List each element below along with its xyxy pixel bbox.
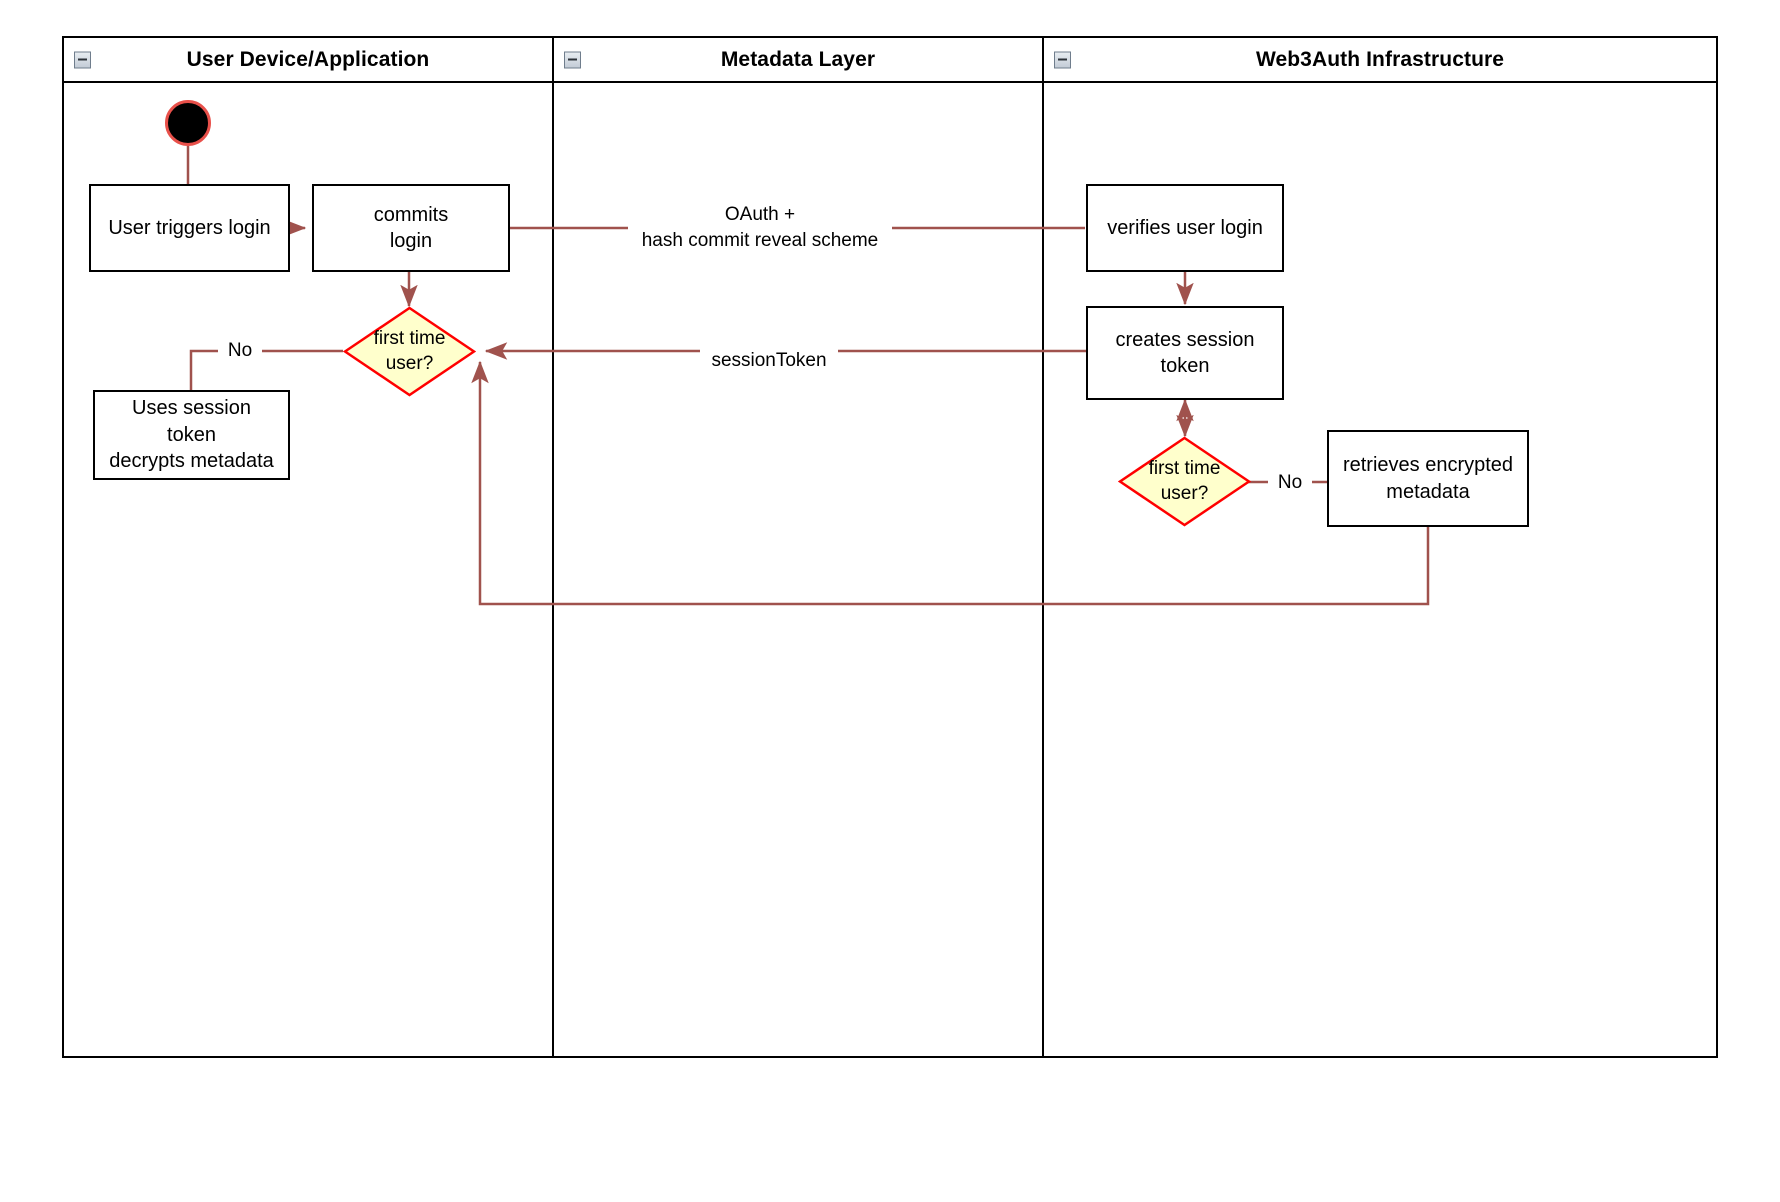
collapse-minus-icon[interactable] xyxy=(564,51,581,68)
activity-uses-session-token[interactable]: Uses session token decrypts metadata xyxy=(93,390,290,480)
activity-user-triggers-login[interactable]: User triggers login xyxy=(89,184,290,272)
collapse-minus-icon[interactable] xyxy=(74,51,91,68)
lane-header-web3auth[interactable]: Web3Auth Infrastructure xyxy=(1042,36,1718,83)
decision-first-time-user-right[interactable]: first time user? xyxy=(1117,436,1252,527)
collapse-minus-icon[interactable] xyxy=(1054,51,1071,68)
decision-shape-left xyxy=(342,306,477,397)
edge-label-no-right: No xyxy=(1268,470,1312,496)
activity-commits-login[interactable]: commits login xyxy=(312,184,510,272)
lane-header-metadata[interactable]: Metadata Layer xyxy=(552,36,1044,83)
lane-body-metadata xyxy=(552,36,1044,1058)
activity-verifies-user-login[interactable]: verifies user login xyxy=(1086,184,1284,272)
lane-header-user-device[interactable]: User Device/Application xyxy=(62,36,554,83)
edge-label-session-token: sessionToken xyxy=(700,348,838,374)
decision-shape-right xyxy=(1117,436,1252,527)
lane-title-web3auth: Web3Auth Infrastructure xyxy=(1255,47,1505,71)
activity-creates-session-token[interactable]: creates session token xyxy=(1086,306,1284,400)
lane-title-metadata: Metadata Layer xyxy=(720,47,876,71)
lane-title-user-device: User Device/Application xyxy=(186,47,430,71)
edge-label-no-left: No xyxy=(218,338,262,364)
edge-label-oauth: OAuth + hash commit reveal scheme xyxy=(628,202,892,254)
initial-node[interactable] xyxy=(165,100,211,146)
decision-first-time-user-left[interactable]: first time user? xyxy=(342,306,477,397)
activity-retrieves-encrypted-metadata[interactable]: retrieves encrypted metadata xyxy=(1327,430,1529,527)
